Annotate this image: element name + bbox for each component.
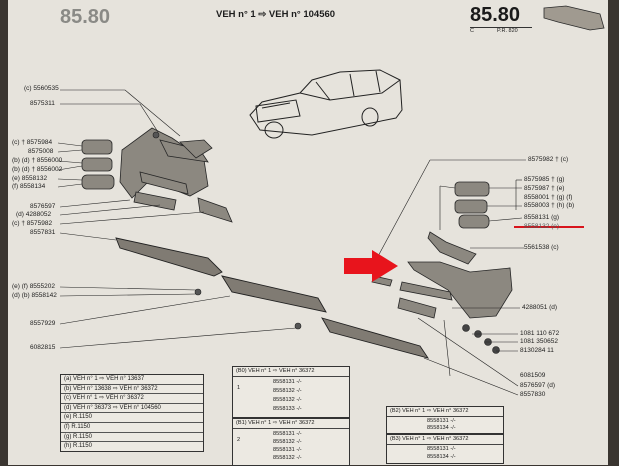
table-row: (f) R.1150 <box>61 423 203 433</box>
ref-label: 1081 350652 <box>520 338 558 345</box>
option-line: 8558131 -/- <box>273 379 302 385</box>
option-table-b0: (B0) VEH n° 1 ⇨ VEH n° 36372 1 8558131 -… <box>232 366 350 418</box>
option-line: 8558132 -/- <box>273 388 302 394</box>
ref-label: 8557830 <box>520 391 546 398</box>
option-table-head: (B3) VEH n° 1 ⇨ VEH n° 36372 <box>387 435 503 445</box>
ref-label: (e) 8558132 <box>12 175 48 182</box>
leader-lines <box>57 89 526 396</box>
ref-label: 8576597 (d) <box>520 382 556 389</box>
table-row: (d) VEH n° 36373 ⇨ VEH n° 104560 <box>61 404 203 414</box>
table-row: (e) R.1150 <box>61 413 203 423</box>
ref-label: 8575008 <box>28 148 54 155</box>
option-line: 8558131 -/- <box>427 446 456 452</box>
highlight-arrow <box>344 250 398 282</box>
ref-label: 8575982 † (c) <box>528 156 569 163</box>
ref-label: (c) † 8575984 <box>12 139 53 146</box>
ref-label: 8575987 † (e) <box>524 185 565 192</box>
right-parts-cluster <box>371 181 513 319</box>
option-index: 2 <box>237 437 241 443</box>
page-number-right: 85.80 <box>470 4 521 26</box>
left-parts-cluster <box>81 127 233 223</box>
option-line: 8558134 -/- <box>427 454 456 460</box>
screws-group <box>462 324 500 354</box>
ref-label: 8575985 † (g) <box>524 176 565 183</box>
option-table-b2: (B2) VEH n° 1 ⇨ VEH n° 36372 8558131 -/-… <box>386 406 504 434</box>
ref-label: 8558132 (e) <box>524 223 560 230</box>
ref-label: 8557929 <box>30 320 56 327</box>
ref-label: (b) (d) † 8556002 <box>12 166 63 173</box>
option-line: 8558131 -/- <box>273 447 302 453</box>
corner-part-drawing <box>543 5 605 31</box>
table-row: (a) VEH n° 1 ⇨ VEH n° 13637 <box>61 375 203 385</box>
option-table-head: (B1) VEH n° 1 ⇨ VEH n° 36372 <box>233 419 349 429</box>
option-index: 1 <box>237 385 241 391</box>
ref-label: 6082815 <box>30 344 56 351</box>
ref-label: (c) 5560535 <box>24 85 59 92</box>
trim-strips <box>115 237 430 359</box>
vehicle-range-table: (a) VEH n° 1 ⇨ VEH n° 13637 (b) VEH n° 1… <box>60 374 204 452</box>
ref-label: 8558131 (g) <box>524 214 560 221</box>
option-line: 8558132 -/- <box>273 455 302 461</box>
option-line: 8558132 -/- <box>273 397 302 403</box>
ref-label: 1081 110 672 <box>520 330 560 337</box>
ref-label: 6081509 <box>520 372 546 379</box>
ref-label: (e) (f) 8555202 <box>12 283 55 290</box>
corner-letter: C <box>470 28 474 34</box>
header-rule <box>470 27 532 28</box>
ref-label: (b) (d) † 8556000 <box>12 157 63 164</box>
ref-label: 8575311 <box>30 100 55 107</box>
page-number-left: 85.80 <box>60 6 111 28</box>
table-row: (c) VEH n° 1 ⇨ VEH n° 36372 <box>61 394 203 404</box>
option-line: 8558132 -/- <box>273 439 302 445</box>
ref-label: 5561538 (c) <box>524 244 559 251</box>
ref-label: (d) (b) 8558142 <box>12 292 57 299</box>
table-row: (g) R.1150 <box>61 433 203 443</box>
option-line: 8558133 -/- <box>273 406 302 412</box>
ref-label: 8558003 † (h) (b) <box>524 202 575 209</box>
ref-label: 4288051 (d) <box>522 304 558 311</box>
ref-label: (f) 8558134 <box>12 183 46 190</box>
option-line: 8558134 -/- <box>427 425 456 431</box>
vehicle-range-label: VEH n° 1 ⇨ VEH n° 104560 <box>216 9 336 20</box>
option-table-b1: (B1) VEH n° 1 ⇨ VEH n° 36372 2 8558131 -… <box>232 418 350 466</box>
option-table-head: (B2) VEH n° 1 ⇨ VEH n° 36372 <box>387 407 503 417</box>
option-table-b3: (B3) VEH n° 1 ⇨ VEH n° 36372 8558131 -/-… <box>386 434 504 464</box>
ref-label: 8576597 <box>30 203 56 210</box>
table-row: (h) R.1150 <box>64 443 92 450</box>
ref-label: (d) 4288052 <box>16 211 52 218</box>
ref-label: 8557831 <box>30 229 56 236</box>
option-line: 8558131 -/- <box>273 431 302 437</box>
table-row: (b) VEH n° 13638 ⇨ VEH n° 36372 <box>61 385 203 395</box>
ref-label: (c) † 8575982 <box>12 220 53 227</box>
option-line: 8558131 -/- <box>427 418 456 424</box>
sub-code: P.R. 820 <box>497 28 518 34</box>
left-small-bits <box>152 131 302 330</box>
option-table-head: (B0) VEH n° 1 ⇨ VEH n° 36372 <box>233 367 349 377</box>
car-illustration <box>249 69 403 139</box>
ref-label: 8130284 11 <box>520 347 554 354</box>
ref-label: 8558001 † (g) (f) <box>524 194 573 201</box>
